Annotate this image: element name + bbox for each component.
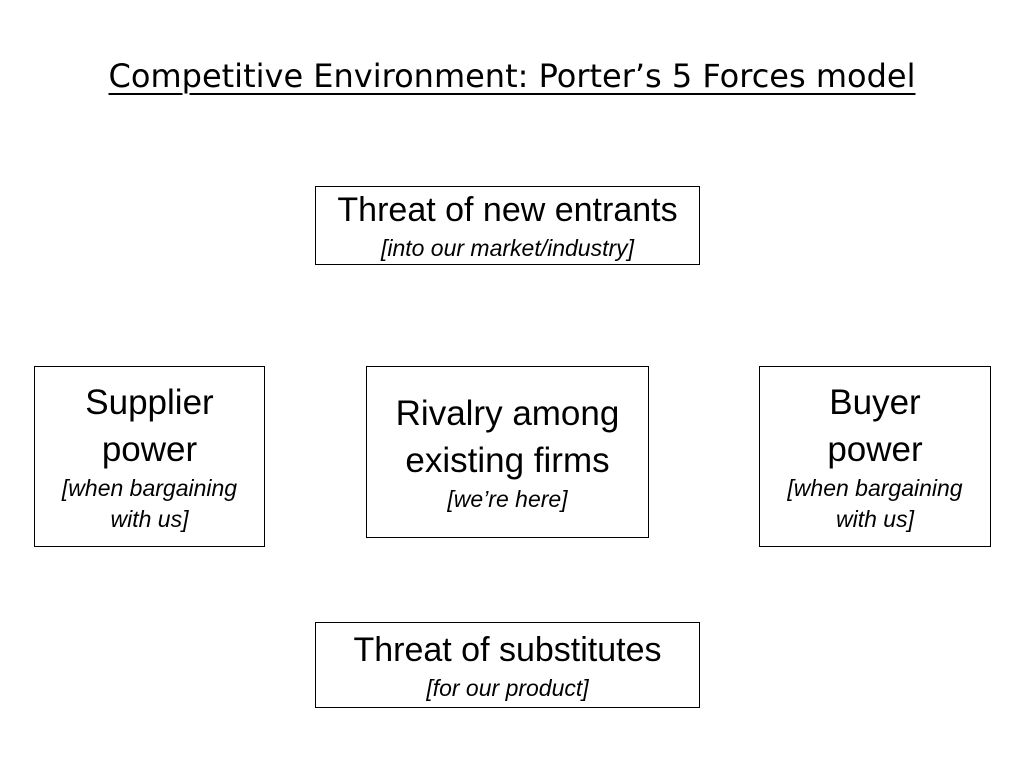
slide-title: Competitive Environment: Porter’s 5 Forc… [0, 56, 1024, 96]
force-box-new-entrants: Threat of new entrants [into our market/… [315, 186, 700, 265]
force-note-buyer-line2: with us] [836, 505, 914, 532]
force-label-rivalry-line1: Rivalry among [395, 393, 620, 433]
force-box-supplier-power: Supplier power [when bargaining with us] [34, 366, 265, 547]
force-box-rivalry: Rivalry among existing firms [we’re here… [366, 366, 649, 538]
force-label-buyer-line1: Buyer [829, 382, 921, 422]
force-label-rivalry-line2: existing firms [405, 440, 610, 480]
force-label-new-entrants: Threat of new entrants [337, 191, 678, 229]
force-box-buyer-power: Buyer power [when bargaining with us] [759, 366, 991, 547]
force-note-new-entrants: [into our market/industry] [380, 235, 635, 261]
force-note-rivalry: [we’re here] [447, 485, 568, 512]
slide-title-text: Competitive Environment: Porter’s 5 Forc… [108, 57, 916, 95]
force-note-supplier-line2: with us] [110, 505, 189, 532]
force-label-buyer-line2: power [827, 429, 923, 469]
force-box-substitutes: Threat of substitutes [for our product] [315, 622, 700, 708]
force-note-substitutes: [for our product] [426, 674, 589, 701]
force-label-substitutes: Threat of substitutes [353, 630, 662, 669]
force-note-supplier-line1: [when bargaining [61, 474, 238, 501]
force-note-buyer-line1: [when bargaining [787, 474, 963, 501]
force-label-supplier-line2: power [101, 429, 198, 469]
force-label-supplier-line1: Supplier [85, 382, 214, 422]
